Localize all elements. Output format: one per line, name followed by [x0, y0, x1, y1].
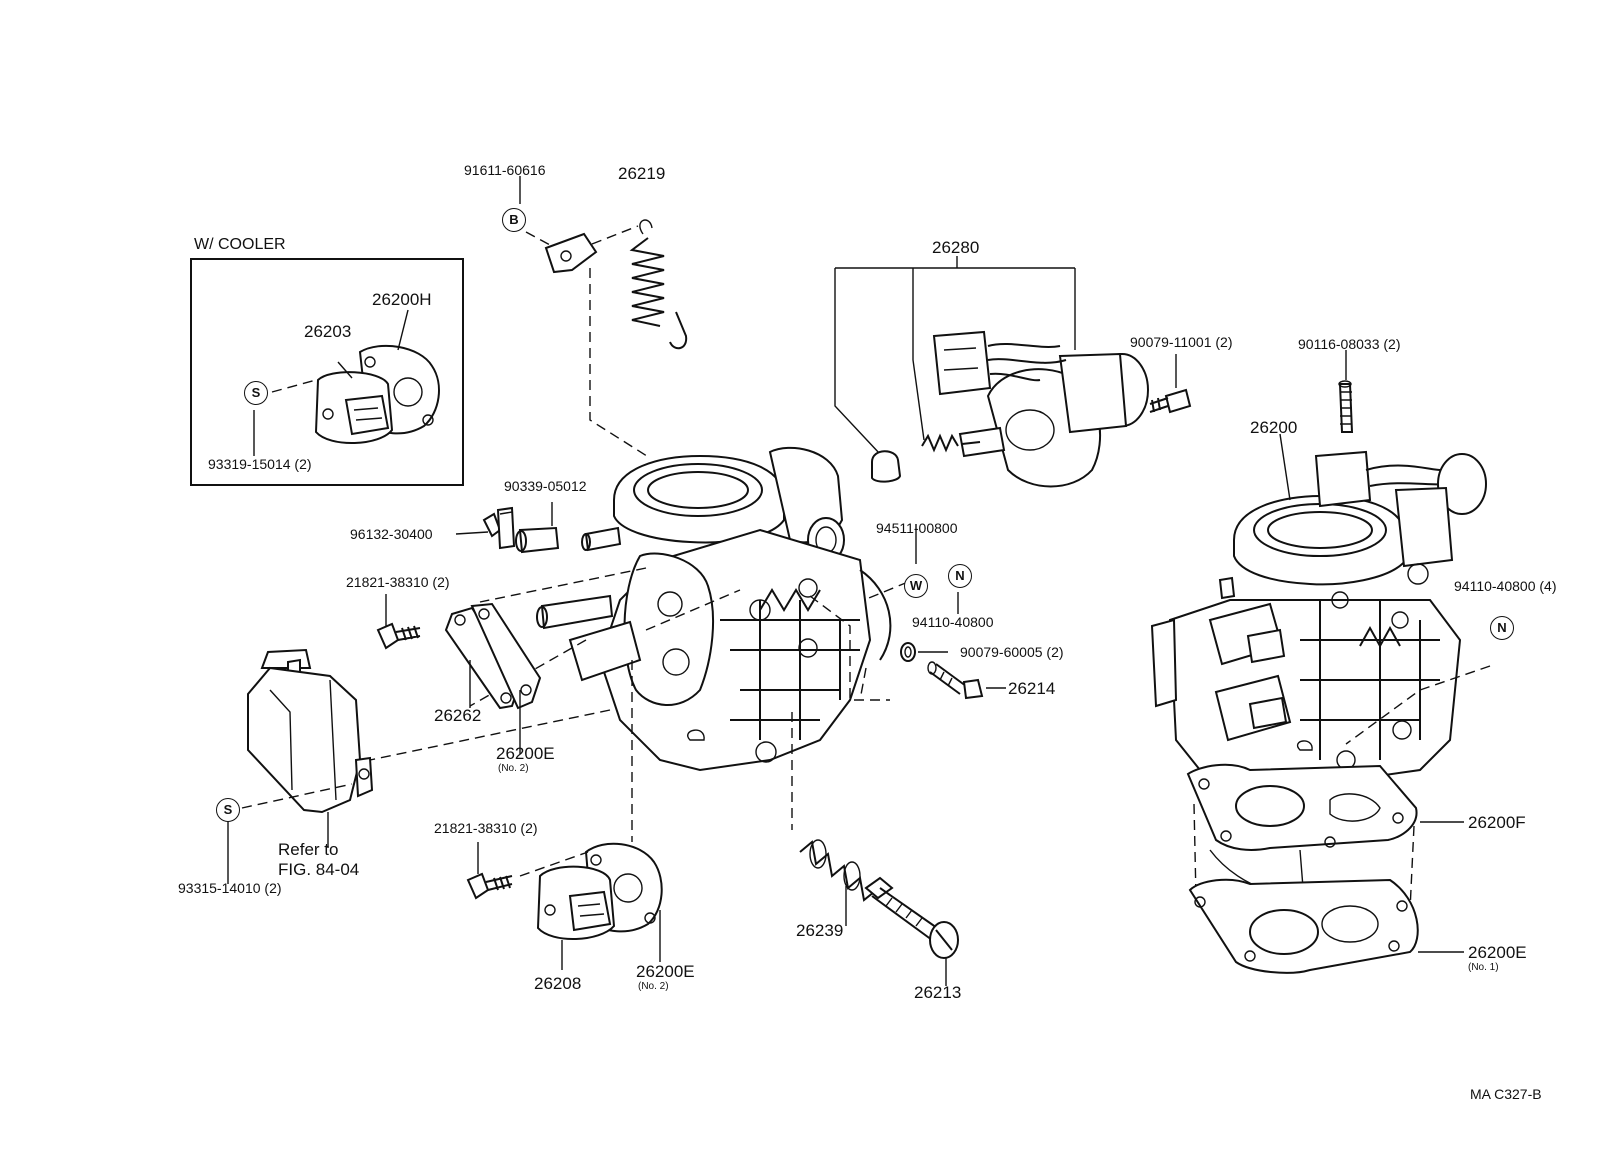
label-91611-60616: 91611-60616 — [464, 162, 546, 178]
bracket-drawing — [544, 232, 598, 274]
washer-nut-drawing — [900, 642, 916, 662]
note-no1: (No. 1) — [1468, 962, 1499, 973]
hose-clamp-drawing — [482, 506, 560, 554]
label-21821-38310-lower: 21821-38310 (2) — [434, 820, 538, 836]
symbol-s-inset: S — [244, 381, 268, 405]
label-93319-15014: 93319-15014 (2) — [208, 456, 312, 472]
symbol-b: B — [502, 208, 526, 232]
label-94110-40800: 94110-40800 — [912, 614, 994, 630]
screw-26213-drawing — [864, 876, 959, 959]
label-21821-38310-upper: 21821-38310 (2) — [346, 574, 450, 590]
label-26200F: 26200F — [1468, 813, 1526, 832]
label-96132-30400: 96132-30400 — [350, 526, 433, 542]
label-26214: 26214 — [1008, 679, 1056, 698]
actuator-26280-drawing — [871, 330, 1149, 488]
label-93315-14010: 93315-14010 (2) — [178, 880, 282, 896]
throttle-body-drawing — [536, 446, 892, 772]
symbol-w: W — [904, 574, 928, 598]
spring-26219-drawing — [629, 219, 688, 350]
label-90079-60005: 90079-60005 (2) — [960, 644, 1064, 660]
diagram-code: MA C327-B — [1470, 1086, 1542, 1102]
gasket-26200F-drawing — [1186, 763, 1418, 851]
label-94511-00800: 94511-00800 — [876, 520, 958, 536]
inset-frame — [190, 258, 464, 486]
sensor-26214-drawing — [927, 661, 984, 700]
label-26208: 26208 — [534, 974, 582, 993]
label-26200E-no1: 26200E — [1468, 943, 1527, 962]
control-module-drawing — [247, 648, 374, 814]
symbol-n-assembly: N — [1490, 616, 1514, 640]
bolt-21821-upper-drawing — [376, 622, 421, 650]
label-90079-11001: 90079-11001 (2) — [1130, 334, 1233, 350]
symbol-s-module: S — [216, 798, 240, 822]
reference-line1: Refer to — [278, 840, 339, 859]
gasket-26200E-no1-drawing — [1188, 878, 1419, 974]
label-26280: 26280 — [932, 238, 980, 257]
label-26203: 26203 — [304, 322, 352, 341]
bolt-90079-drawing — [1149, 388, 1192, 414]
inset-solenoid-drawing — [314, 344, 440, 444]
label-26200: 26200 — [1250, 418, 1298, 437]
label-26200E-no2-lower: 26200E — [636, 962, 695, 981]
note-no2-upper: (No. 2) — [498, 763, 529, 774]
label-26262: 26262 — [434, 706, 482, 725]
plate-26262-drawing — [444, 602, 542, 710]
label-26219: 26219 — [618, 164, 666, 183]
spring-26239-drawing — [799, 839, 875, 902]
solenoid-26208-drawing — [536, 842, 663, 940]
label-26200H: 26200H — [372, 290, 432, 309]
note-no2-lower: (No. 2) — [638, 981, 669, 992]
symbol-n: N — [948, 564, 972, 588]
bolt-21821-lower-drawing — [466, 872, 513, 900]
label-90339-05012: 90339-05012 — [504, 478, 587, 494]
reference-line2: FIG. 84-04 — [278, 860, 360, 879]
label-90116-08033: 90116-08033 (2) — [1298, 336, 1401, 352]
stud-90116-drawing — [1338, 380, 1354, 433]
assembly-26200-drawing — [1150, 450, 1487, 792]
label-26213: 26213 — [914, 983, 962, 1002]
label-26239: 26239 — [796, 921, 844, 940]
label-94110-40800-4: 94110-40800 (4) — [1454, 578, 1557, 594]
label-26200E-no2-upper: 26200E — [496, 744, 555, 763]
inset-title: W/ COOLER — [194, 236, 286, 253]
